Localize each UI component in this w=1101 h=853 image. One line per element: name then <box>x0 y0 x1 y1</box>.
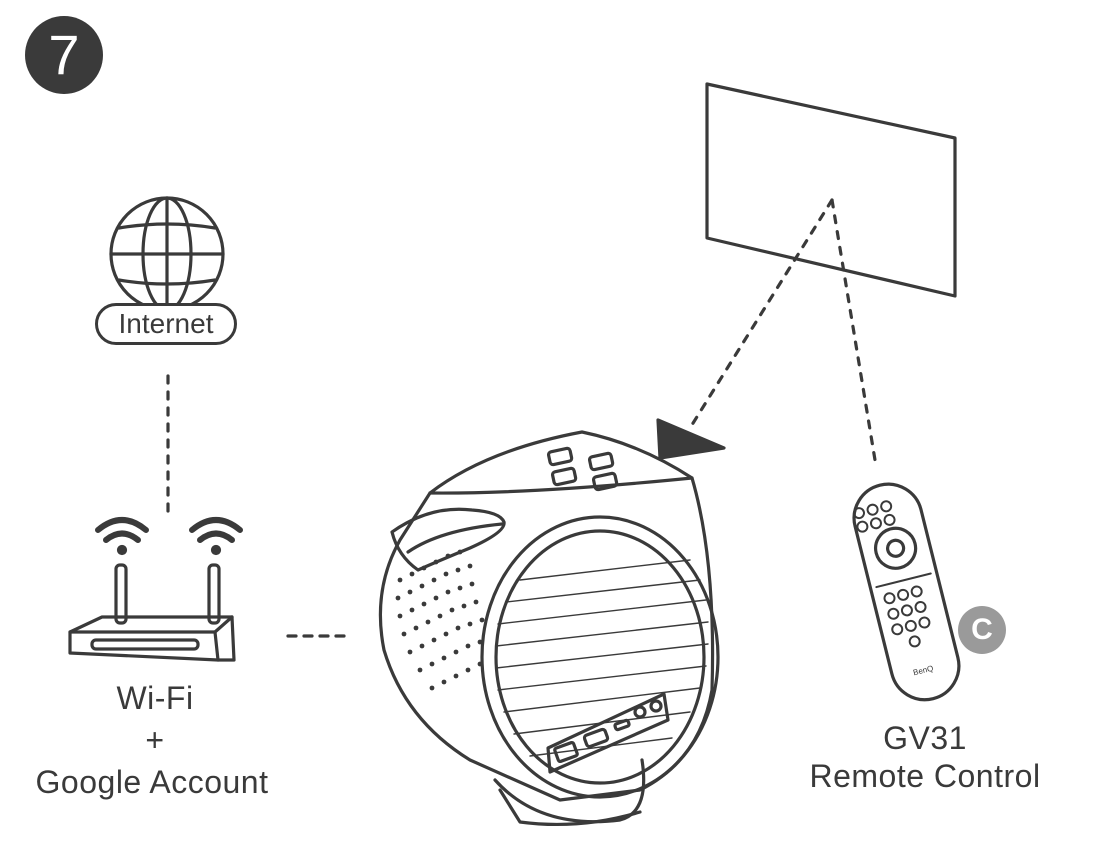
projector-icon <box>378 430 720 827</box>
wifi-label: Wi-Fi <box>116 680 194 716</box>
internet-label: Internet <box>95 303 237 345</box>
projector-grille <box>495 559 709 757</box>
remote-icon <box>852 482 961 702</box>
step-number-badge: 7 <box>25 16 103 94</box>
remote-badge-c: C <box>958 606 1006 654</box>
remote-signal-line <box>830 198 878 468</box>
globe-icon <box>109 196 225 312</box>
projector-side-grille <box>395 549 485 691</box>
router-icon <box>68 563 236 662</box>
remote-control-label: Remote Control <box>809 758 1041 794</box>
google-account-label: Google Account <box>35 764 269 800</box>
remote-model-label: GV31 <box>883 720 967 756</box>
projection-beam-line <box>688 198 834 430</box>
screen-icon <box>705 82 957 298</box>
projection-arrow-icon <box>656 418 726 460</box>
plus-sign: + <box>145 722 165 758</box>
wifi-signal-icon <box>95 517 149 556</box>
wifi-signal-icon <box>189 517 243 556</box>
